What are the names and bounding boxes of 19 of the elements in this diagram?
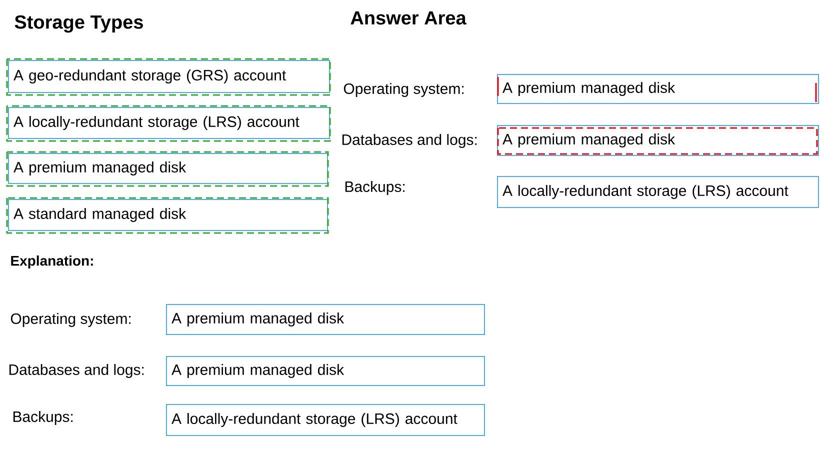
option-box: A premium managed disk (166, 304, 485, 335)
row-label: Operating system: (10, 313, 131, 327)
row-label: Databases and logs: (342, 134, 477, 148)
option-box: A geo-redundant storage (GRS) account (6, 58, 331, 96)
option-box: A locally-redundant storage (LRS) account (6, 105, 331, 142)
option-box: A premium managed disk (497, 74, 819, 104)
option-box: A locally-redundant storage (LRS) account (166, 404, 485, 436)
heading: Storage Types (14, 15, 143, 33)
row-label: Backups: (13, 411, 73, 425)
option-box: A premium managed disk (497, 125, 819, 156)
option-box: A locally-redundant storage (LRS) account (497, 176, 819, 208)
option-box: A premium managed disk (166, 356, 485, 386)
row-label: Databases and logs: (9, 364, 144, 378)
option-box: A standard managed disk (6, 197, 329, 234)
row-label: Backups: (345, 181, 405, 195)
heading: Explanation: (11, 255, 93, 268)
option-box: A premium managed disk (6, 151, 329, 187)
row-label: Operating system: (344, 83, 464, 97)
heading: Answer Area (350, 11, 466, 25)
